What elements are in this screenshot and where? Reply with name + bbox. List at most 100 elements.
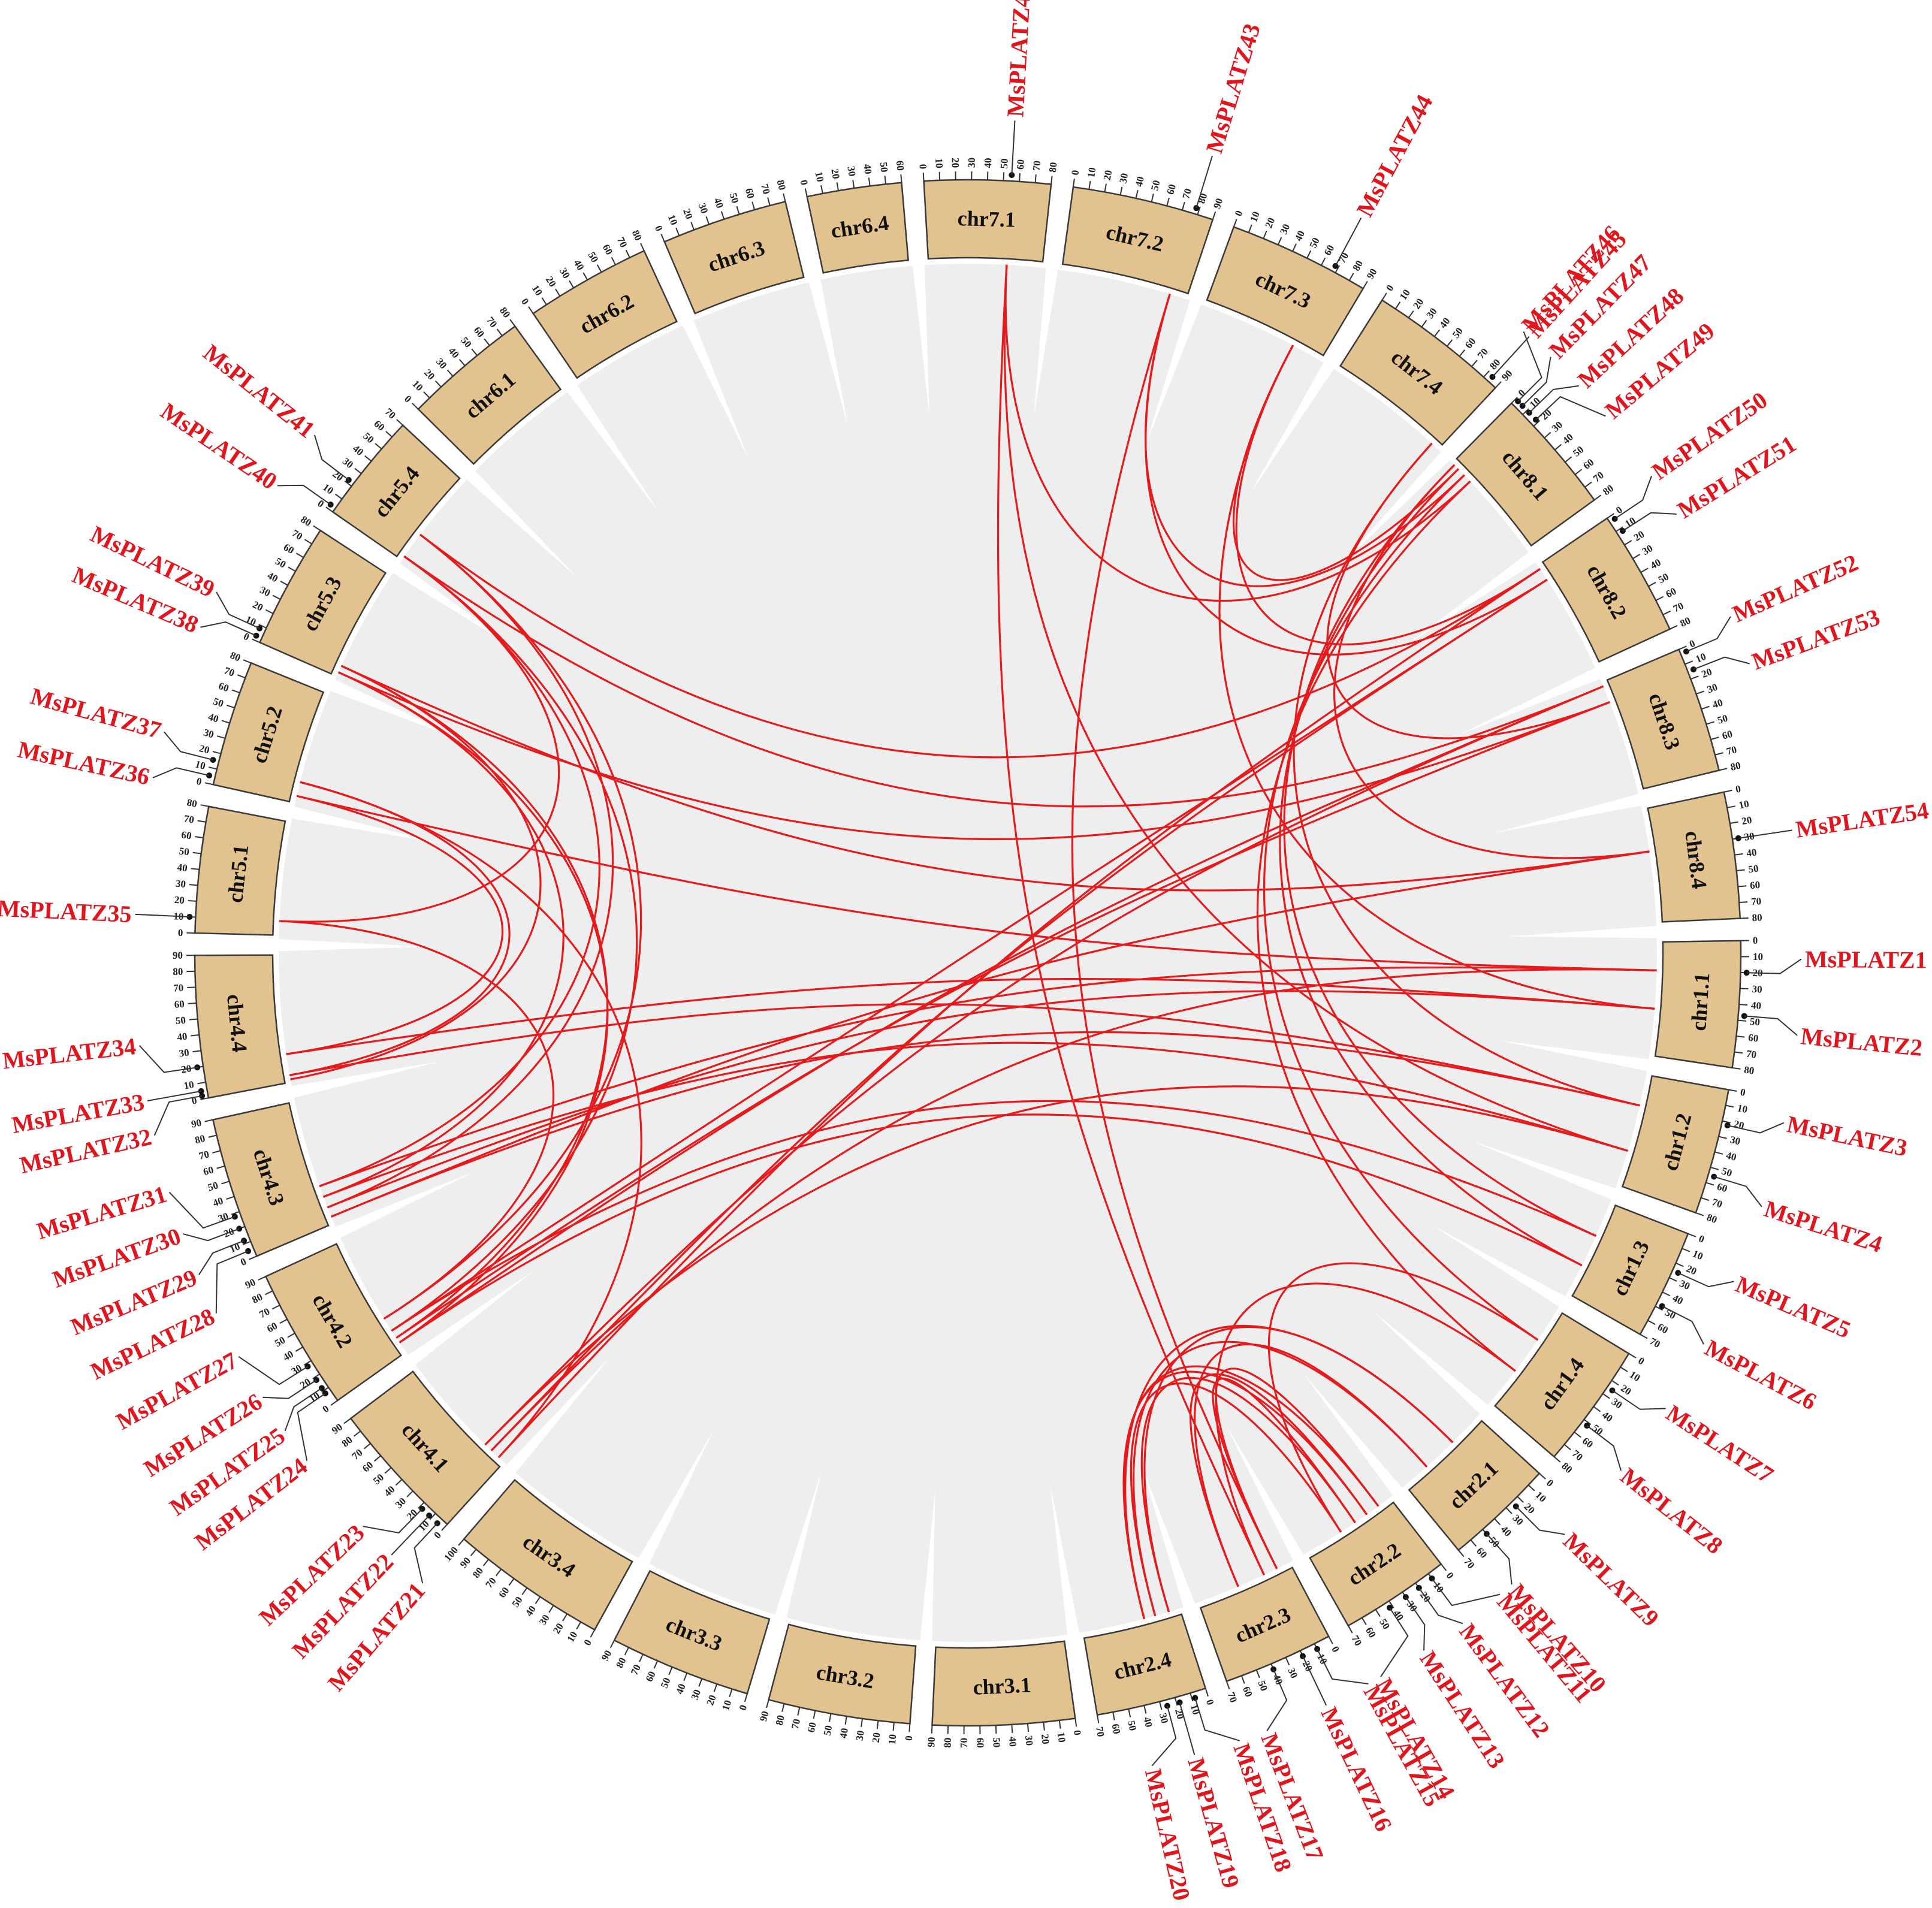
tick-mark	[279, 1318, 288, 1324]
tick-label: 20	[1101, 169, 1115, 181]
gene-leader-line	[1522, 357, 1551, 406]
tick-mark	[1726, 805, 1736, 808]
ribbon-gap	[466, 470, 579, 579]
tick-mark	[226, 1195, 235, 1200]
tick-mark	[1483, 370, 1490, 378]
chromosome-box	[331, 424, 461, 558]
tick-label: 10	[1628, 1369, 1643, 1384]
synteny-link	[391, 556, 638, 1332]
synteny-link	[1279, 468, 1583, 1267]
tick-label: 30	[696, 201, 711, 215]
tick-label: 0	[581, 1638, 594, 1648]
tick-mark	[1112, 1711, 1115, 1721]
tick-label: 60	[805, 1721, 819, 1733]
tick-label: 90	[599, 1649, 614, 1663]
tick-label: 50	[659, 1676, 673, 1690]
synteny-link	[1212, 1378, 1356, 1569]
tick-label: 0	[178, 927, 183, 938]
tick-mark	[1628, 1352, 1637, 1358]
tick-label: 70	[383, 406, 398, 421]
tick-mark	[705, 216, 710, 225]
synteny-link	[319, 966, 1657, 1187]
gene-label: MsPLATZ40	[156, 397, 282, 495]
tick-label: 50	[1749, 1016, 1761, 1028]
tick-label: 0	[1204, 1698, 1216, 1707]
tick-mark	[1593, 494, 1602, 501]
ribbon-gap	[291, 1061, 440, 1098]
tick-label: 10	[1085, 167, 1098, 179]
ribbon-gap	[506, 1357, 611, 1473]
tick-label: 0	[1636, 1355, 1646, 1367]
tick-mark	[813, 1710, 816, 1719]
tick-mark	[458, 1538, 464, 1546]
tick-mark	[569, 280, 574, 288]
tick-label: 60	[202, 1164, 215, 1178]
tick-mark	[1706, 721, 1714, 725]
tick-label: 70	[629, 1663, 643, 1677]
tick-mark	[1732, 1067, 1741, 1070]
tick-mark	[1695, 1212, 1704, 1216]
gene-leader-line	[198, 1240, 244, 1275]
tick-mark	[353, 1430, 361, 1437]
gene-marker: MsPLATZ3	[1724, 1110, 1910, 1161]
tick-mark	[876, 1720, 879, 1729]
tick-label: 50	[991, 1737, 1003, 1748]
tick-mark	[1632, 554, 1641, 559]
gene-marker: MsPLATZ36	[16, 736, 213, 790]
synteny-link	[331, 850, 1650, 1218]
synteny-link	[1145, 294, 1548, 656]
tick-mark	[1705, 1182, 1714, 1186]
gene-label: MsPLATZ19	[1182, 1755, 1245, 1891]
tick-label: 0	[1544, 1477, 1556, 1489]
tick-mark	[624, 1647, 629, 1656]
tick-label: 40	[982, 158, 994, 168]
tick-mark	[231, 689, 240, 694]
tick-label: 60	[372, 418, 387, 433]
tick-mark	[1328, 1636, 1333, 1644]
tick-mark	[441, 1524, 448, 1531]
tick-label: 20	[250, 599, 265, 614]
tick-label: 10	[886, 1734, 899, 1745]
ribbon-gap	[1499, 1040, 1649, 1071]
tick-label: 0	[653, 224, 665, 233]
tick-label: 70	[484, 315, 499, 330]
ribbon-gap	[567, 385, 659, 512]
tick-label: 10	[1753, 951, 1763, 962]
tick-mark	[1714, 752, 1723, 756]
tick-mark	[1440, 1563, 1447, 1571]
tick-mark	[1669, 1277, 1677, 1282]
tick-label: 20	[422, 367, 437, 382]
tick-label: 40	[1142, 1716, 1155, 1728]
tick-label: 70	[615, 235, 630, 249]
ribbon-gap	[1033, 268, 1058, 418]
tick-label: 30	[1640, 542, 1655, 557]
tick-mark	[312, 1373, 320, 1379]
tick-mark	[304, 539, 312, 545]
tick-label: 20	[198, 742, 210, 756]
tick-mark	[197, 1082, 206, 1085]
tick-mark	[528, 306, 534, 314]
gene-leader-line	[1535, 396, 1606, 421]
ribbon-gap	[279, 939, 429, 952]
gene-leader-line	[1196, 155, 1213, 209]
tick-mark	[1725, 1104, 1734, 1108]
tick-label: 50	[1450, 325, 1465, 340]
tick-label: 30	[1157, 1712, 1171, 1725]
tick-label: 0	[1233, 209, 1245, 218]
ribbon-gap	[1146, 300, 1202, 444]
tick-mark	[1624, 540, 1632, 546]
tick-mark	[1676, 1262, 1684, 1267]
tick-label: 30	[393, 1495, 408, 1510]
tick-mark	[205, 782, 214, 786]
tick-label: 40	[1671, 1292, 1685, 1307]
tick-mark	[303, 1360, 312, 1366]
tick-label: 30	[1610, 1396, 1625, 1411]
tick-mark	[1119, 186, 1123, 195]
tick-label: 80	[173, 966, 183, 977]
gene-label: MsPLATZ4	[1761, 1195, 1886, 1258]
gene-leader-line	[1302, 1656, 1327, 1706]
